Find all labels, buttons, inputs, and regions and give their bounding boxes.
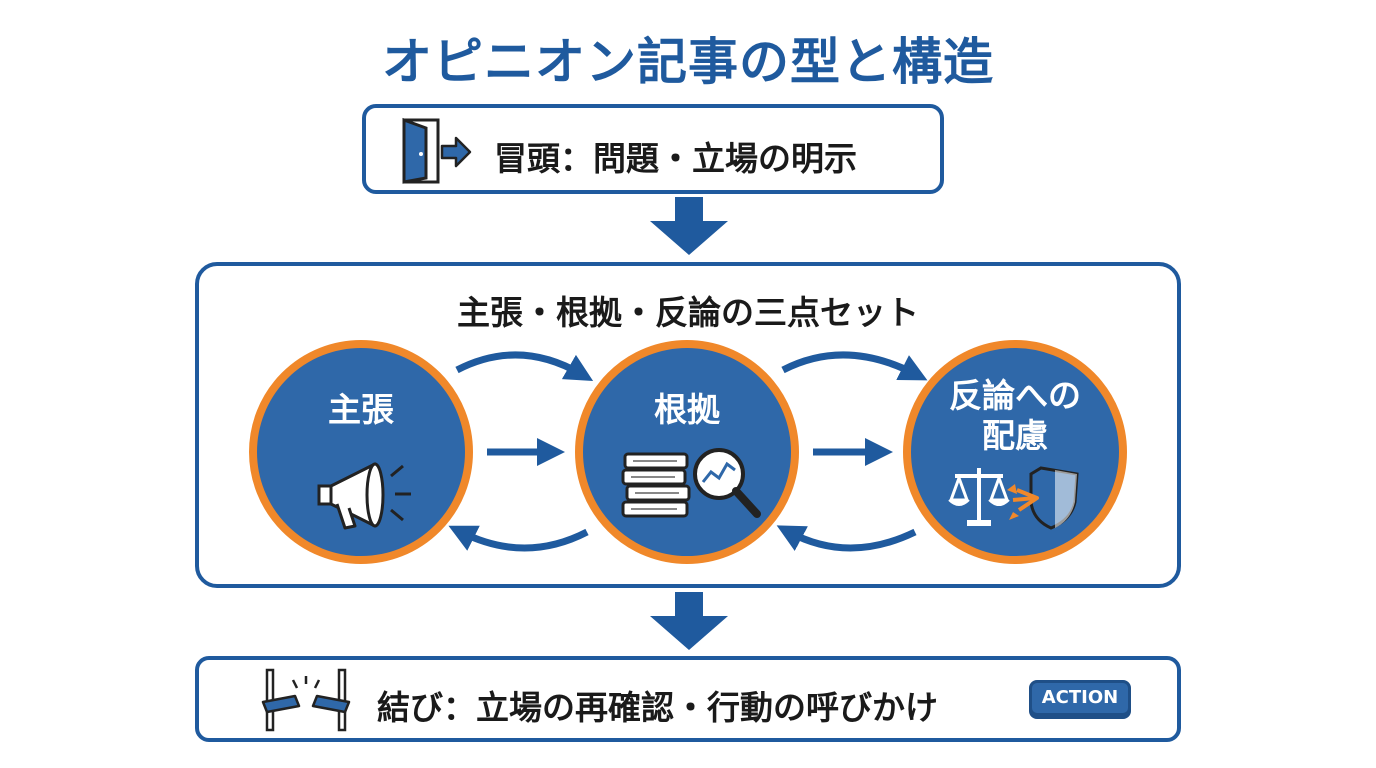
intro-box: 冒頭：問題・立場の明示: [362, 104, 944, 194]
node-rebuttal: 反論への 配慮: [903, 340, 1127, 564]
node-claim-label: 主張: [328, 390, 394, 429]
books-magnifier-icon: [621, 448, 761, 518]
ribbon-cut-icon: [261, 668, 351, 732]
node-evidence-label: 根拠: [654, 390, 720, 429]
conclusion-box: 結び：立場の再確認・行動の呼びかけ ACTION: [195, 656, 1181, 742]
scale-shield-icon: [948, 466, 1079, 530]
page-title: オピニオン記事の型と構造: [382, 33, 994, 91]
intro-text: 冒頭：問題・立場の明示: [494, 139, 857, 178]
core-heading: 主張・根拠・反論の三点セット: [457, 293, 919, 332]
node-claim: 主張: [249, 340, 473, 564]
curve-arrow-top-1: [455, 351, 594, 382]
node-evidence: 根拠: [575, 340, 799, 564]
curve-arrow-bottom-2: [776, 525, 917, 552]
flow-arrows: [448, 351, 928, 552]
conclusion-text: 結び：立場の再確認・行動の呼びかけ: [377, 688, 938, 727]
node-rebuttal-label-line1: 反論への: [949, 376, 1081, 415]
megaphone-icon: [317, 462, 411, 530]
down-arrow-2: [650, 592, 728, 650]
action-badge: ACTION: [1029, 680, 1131, 716]
node-rebuttal-label-line2: 配慮: [982, 416, 1048, 455]
down-arrow-1: [650, 197, 728, 255]
door-exit-icon: [402, 117, 472, 184]
curve-arrow-top-2: [781, 351, 928, 381]
curve-arrow-bottom-1: [448, 525, 589, 552]
